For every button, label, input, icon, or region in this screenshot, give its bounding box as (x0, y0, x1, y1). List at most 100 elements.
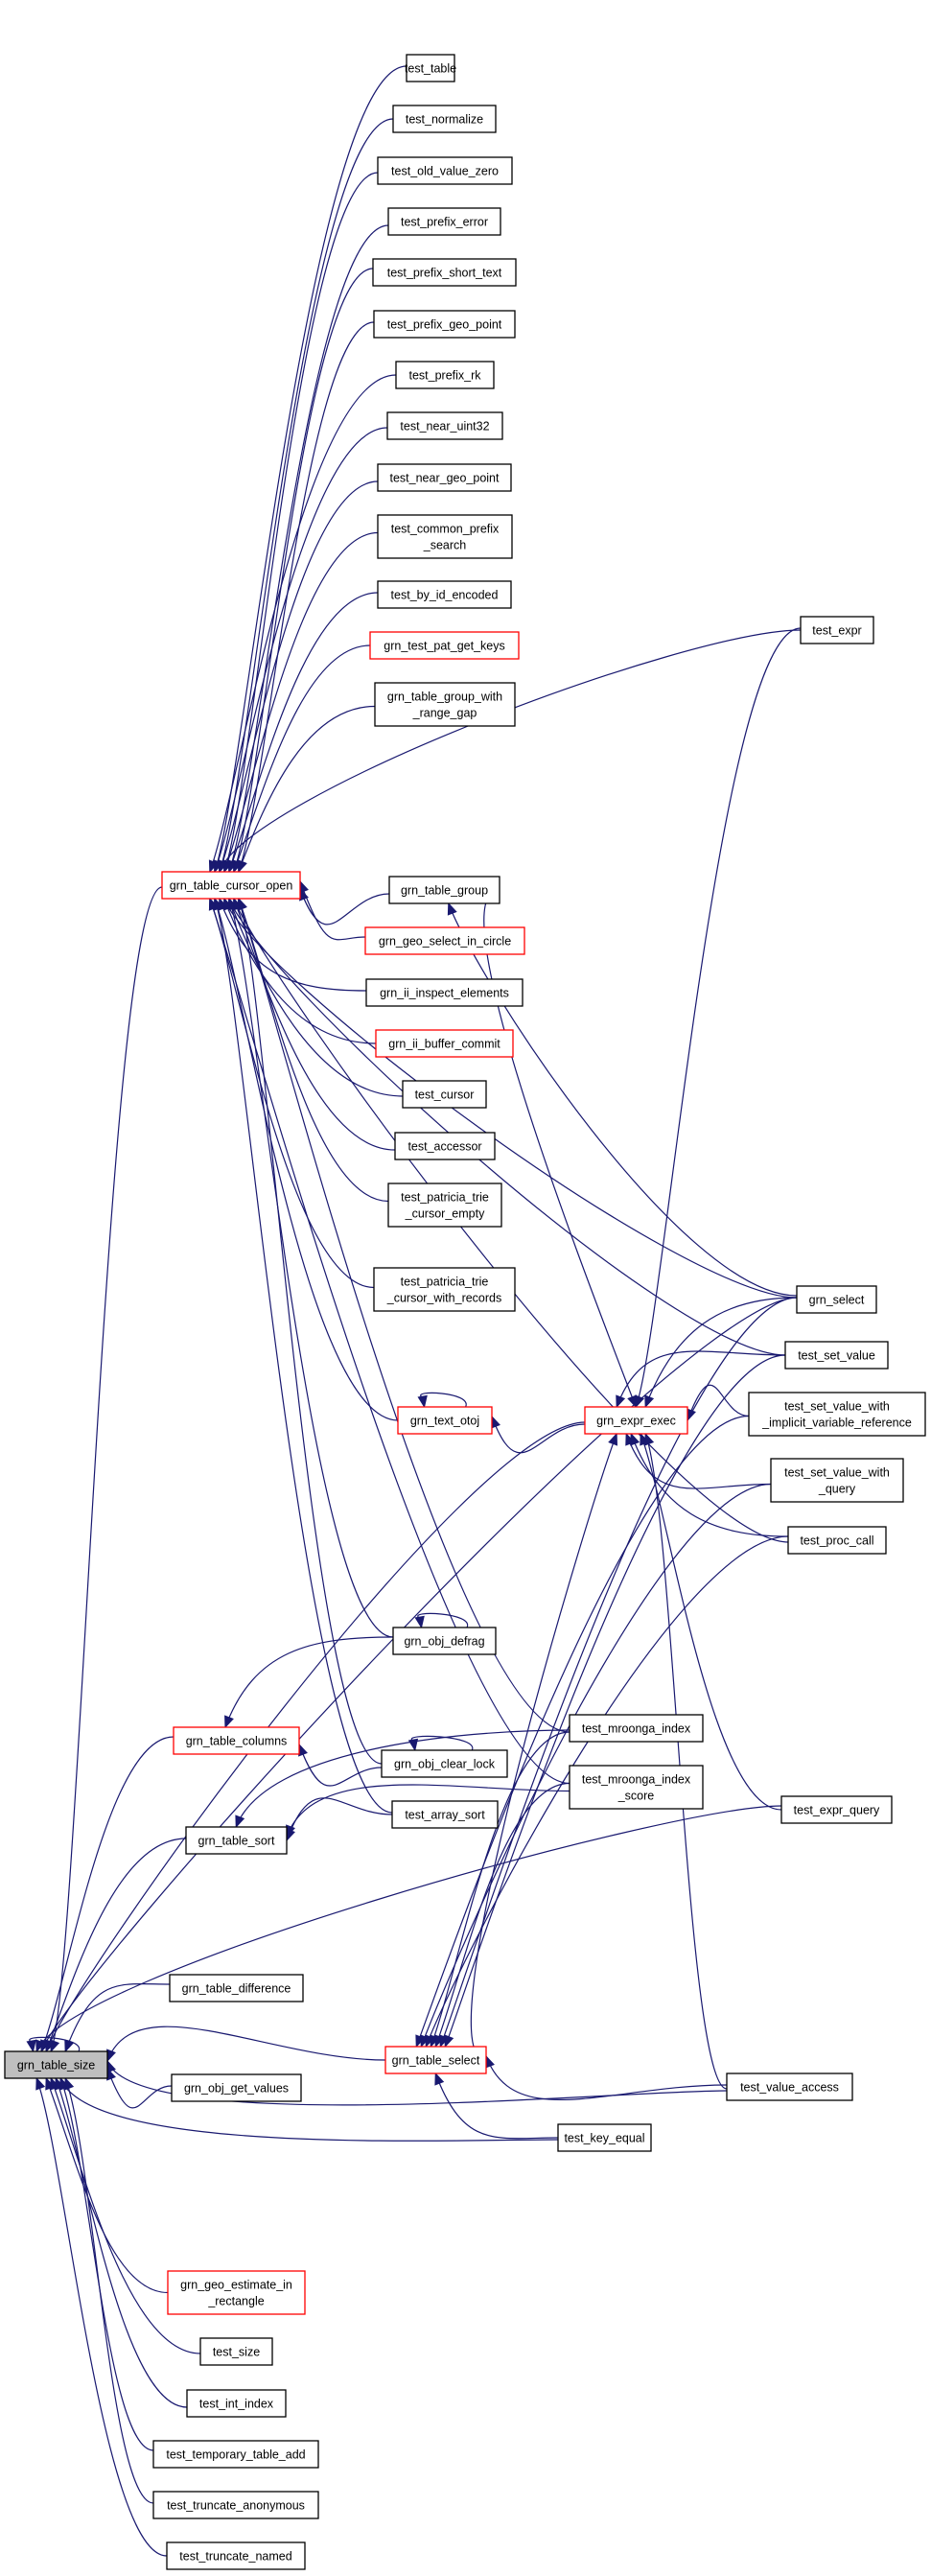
node-test-near-geo-point[interactable]: test_near_geo_point (377, 463, 512, 492)
node-test-accessor[interactable]: test_accessor (394, 1132, 496, 1160)
node-box[interactable] (395, 361, 495, 389)
node-test-prefix-short-text[interactable]: test_prefix_short_text (372, 258, 517, 287)
node-box[interactable] (377, 514, 513, 559)
node-test-array-sort[interactable]: test_array_sort (391, 1800, 499, 1829)
node-test-mroonga-index-score[interactable]: test_mroonga_index_score (569, 1765, 704, 1810)
node-box[interactable] (373, 310, 516, 339)
node-grn-test-pat-get-keys[interactable]: grn_test_pat_get_keys (369, 631, 520, 660)
node-box[interactable] (796, 1285, 877, 1314)
node-test-mroonga-index[interactable]: test_mroonga_index (569, 1714, 704, 1743)
node-box[interactable] (365, 978, 524, 1007)
node-test-size[interactable]: test_size (199, 2337, 273, 2366)
node-box[interactable] (169, 1974, 304, 2002)
node-box[interactable] (787, 1526, 887, 1555)
node-box[interactable] (185, 1826, 288, 1855)
node-grn-expr-exec[interactable]: grn_expr_exec (584, 1406, 688, 1435)
node-test-value-access[interactable]: test_value_access (726, 2073, 853, 2101)
node-test-set-value-with-query[interactable]: test_set_value_with_query (770, 1458, 904, 1503)
node-test-patricia-trie-cursor-with-records[interactable]: test_patricia_trie_cursor_with_records (373, 1267, 516, 1312)
node-test-truncate-anonymous[interactable]: test_truncate_anonymous (152, 2491, 319, 2519)
node-grn-geo-select-in-circle[interactable]: grn_geo_select_in_circle (364, 926, 525, 955)
node-grn-obj-defrag[interactable]: grn_obj_defrag (392, 1627, 497, 1655)
node-box[interactable] (387, 207, 501, 236)
node-box[interactable] (557, 2123, 652, 2152)
node-test-proc-call[interactable]: test_proc_call (787, 1526, 887, 1555)
node-box[interactable] (364, 926, 525, 955)
node-grn-geo-estimate-in-rectangle[interactable]: grn_geo_estimate_in_rectangle (167, 2270, 306, 2315)
node-box[interactable] (392, 1627, 497, 1655)
node-grn-ii-inspect-elements[interactable]: grn_ii_inspect_elements (365, 978, 524, 1007)
node-test-expr-query[interactable]: test_expr_query (780, 1795, 893, 1824)
node-box[interactable] (374, 682, 516, 727)
node-test-prefix-error[interactable]: test_prefix_error (387, 207, 501, 236)
node-test-int-index[interactable]: test_int_index (186, 2389, 287, 2418)
node-test-truncate-named[interactable]: test_truncate_named (166, 2541, 306, 2570)
node-grn-table-cursor-open[interactable]: grn_table_cursor_open (161, 871, 301, 900)
node-test-near-uint32[interactable]: test_near_uint32 (386, 411, 503, 440)
node-test-temporary-table-add[interactable]: test_temporary_table_add (152, 2440, 319, 2469)
node-box[interactable] (369, 631, 520, 660)
node-test-table[interactable]: test_table (405, 54, 456, 82)
node-box[interactable] (406, 54, 455, 82)
node-grn-select[interactable]: grn_select (796, 1285, 877, 1314)
node-test-patricia-trie-cursor-empty[interactable]: test_patricia_trie_cursor_empty (387, 1183, 502, 1228)
node-box[interactable] (152, 2491, 319, 2519)
node-box[interactable] (394, 1132, 496, 1160)
node-test-common-prefix-search[interactable]: test_common_prefix_search (377, 514, 513, 559)
node-box[interactable] (166, 2541, 306, 2570)
node-box[interactable] (770, 1458, 904, 1503)
node-test-old-value-zero[interactable]: test_old_value_zero (377, 156, 513, 185)
node-test-prefix-geo-point[interactable]: test_prefix_geo_point (373, 310, 516, 339)
node-grn-ii-buffer-commit[interactable]: grn_ii_buffer_commit (375, 1029, 514, 1058)
node-grn-table-columns[interactable]: grn_table_columns (173, 1726, 300, 1755)
node-box[interactable] (384, 2046, 487, 2074)
node-box[interactable] (402, 1080, 487, 1109)
node-box[interactable] (800, 616, 874, 644)
node-box[interactable] (386, 411, 503, 440)
node-box[interactable] (569, 1714, 704, 1743)
node-test-set-value[interactable]: test_set_value (784, 1341, 889, 1370)
node-grn-table-select[interactable]: grn_table_select (384, 2046, 487, 2074)
node-grn-table-difference[interactable]: grn_table_difference (169, 1974, 304, 2002)
node-box[interactable] (372, 258, 517, 287)
node-box[interactable] (569, 1765, 704, 1810)
node-box[interactable] (387, 1183, 502, 1228)
node-box[interactable] (171, 2073, 302, 2102)
node-grn-table-sort[interactable]: grn_table_sort (185, 1826, 288, 1855)
node-box[interactable] (584, 1406, 688, 1435)
node-grn-text-otoj[interactable]: grn_text_otoj (397, 1406, 493, 1435)
node-box[interactable] (375, 1029, 514, 1058)
node-box[interactable] (377, 580, 512, 609)
node-grn-table-group[interactable]: grn_table_group (388, 876, 500, 904)
node-test-expr[interactable]: test_expr (800, 616, 874, 644)
node-test-by-id-encoded[interactable]: test_by_id_encoded (377, 580, 512, 609)
node-box[interactable] (726, 2073, 853, 2101)
node-box[interactable] (748, 1392, 926, 1437)
node-box[interactable] (377, 156, 513, 185)
node-box[interactable] (173, 1726, 300, 1755)
node-test-cursor[interactable]: test_cursor (402, 1080, 487, 1109)
node-test-key-equal[interactable]: test_key_equal (557, 2123, 652, 2152)
node-box[interactable] (152, 2440, 319, 2469)
node-box[interactable] (167, 2270, 306, 2315)
node-box[interactable] (161, 871, 301, 900)
node-box[interactable] (373, 1267, 516, 1312)
node-test-set-value-with-implicit-variable-reference[interactable]: test_set_value_with_implicit_variable_re… (748, 1392, 926, 1437)
node-grn-obj-get-values[interactable]: grn_obj_get_values (171, 2073, 302, 2102)
node-box[interactable] (392, 105, 497, 133)
node-grn-table-size[interactable]: grn_table_size (4, 2050, 108, 2079)
node-box[interactable] (391, 1800, 499, 1829)
node-grn-obj-clear-lock[interactable]: grn_obj_clear_lock (381, 1749, 508, 1778)
node-box[interactable] (199, 2337, 273, 2366)
node-box[interactable] (388, 876, 500, 904)
node-box[interactable] (381, 1749, 508, 1778)
node-box[interactable] (186, 2389, 287, 2418)
node-grn-table-group-with-range-gap[interactable]: grn_table_group_with_range_gap (374, 682, 516, 727)
node-test-normalize[interactable]: test_normalize (392, 105, 497, 133)
node-test-prefix-rk[interactable]: test_prefix_rk (395, 361, 495, 389)
node-box[interactable] (4, 2050, 108, 2079)
node-box[interactable] (397, 1406, 493, 1435)
node-box[interactable] (780, 1795, 893, 1824)
node-box[interactable] (784, 1341, 889, 1370)
node-box[interactable] (377, 463, 512, 492)
